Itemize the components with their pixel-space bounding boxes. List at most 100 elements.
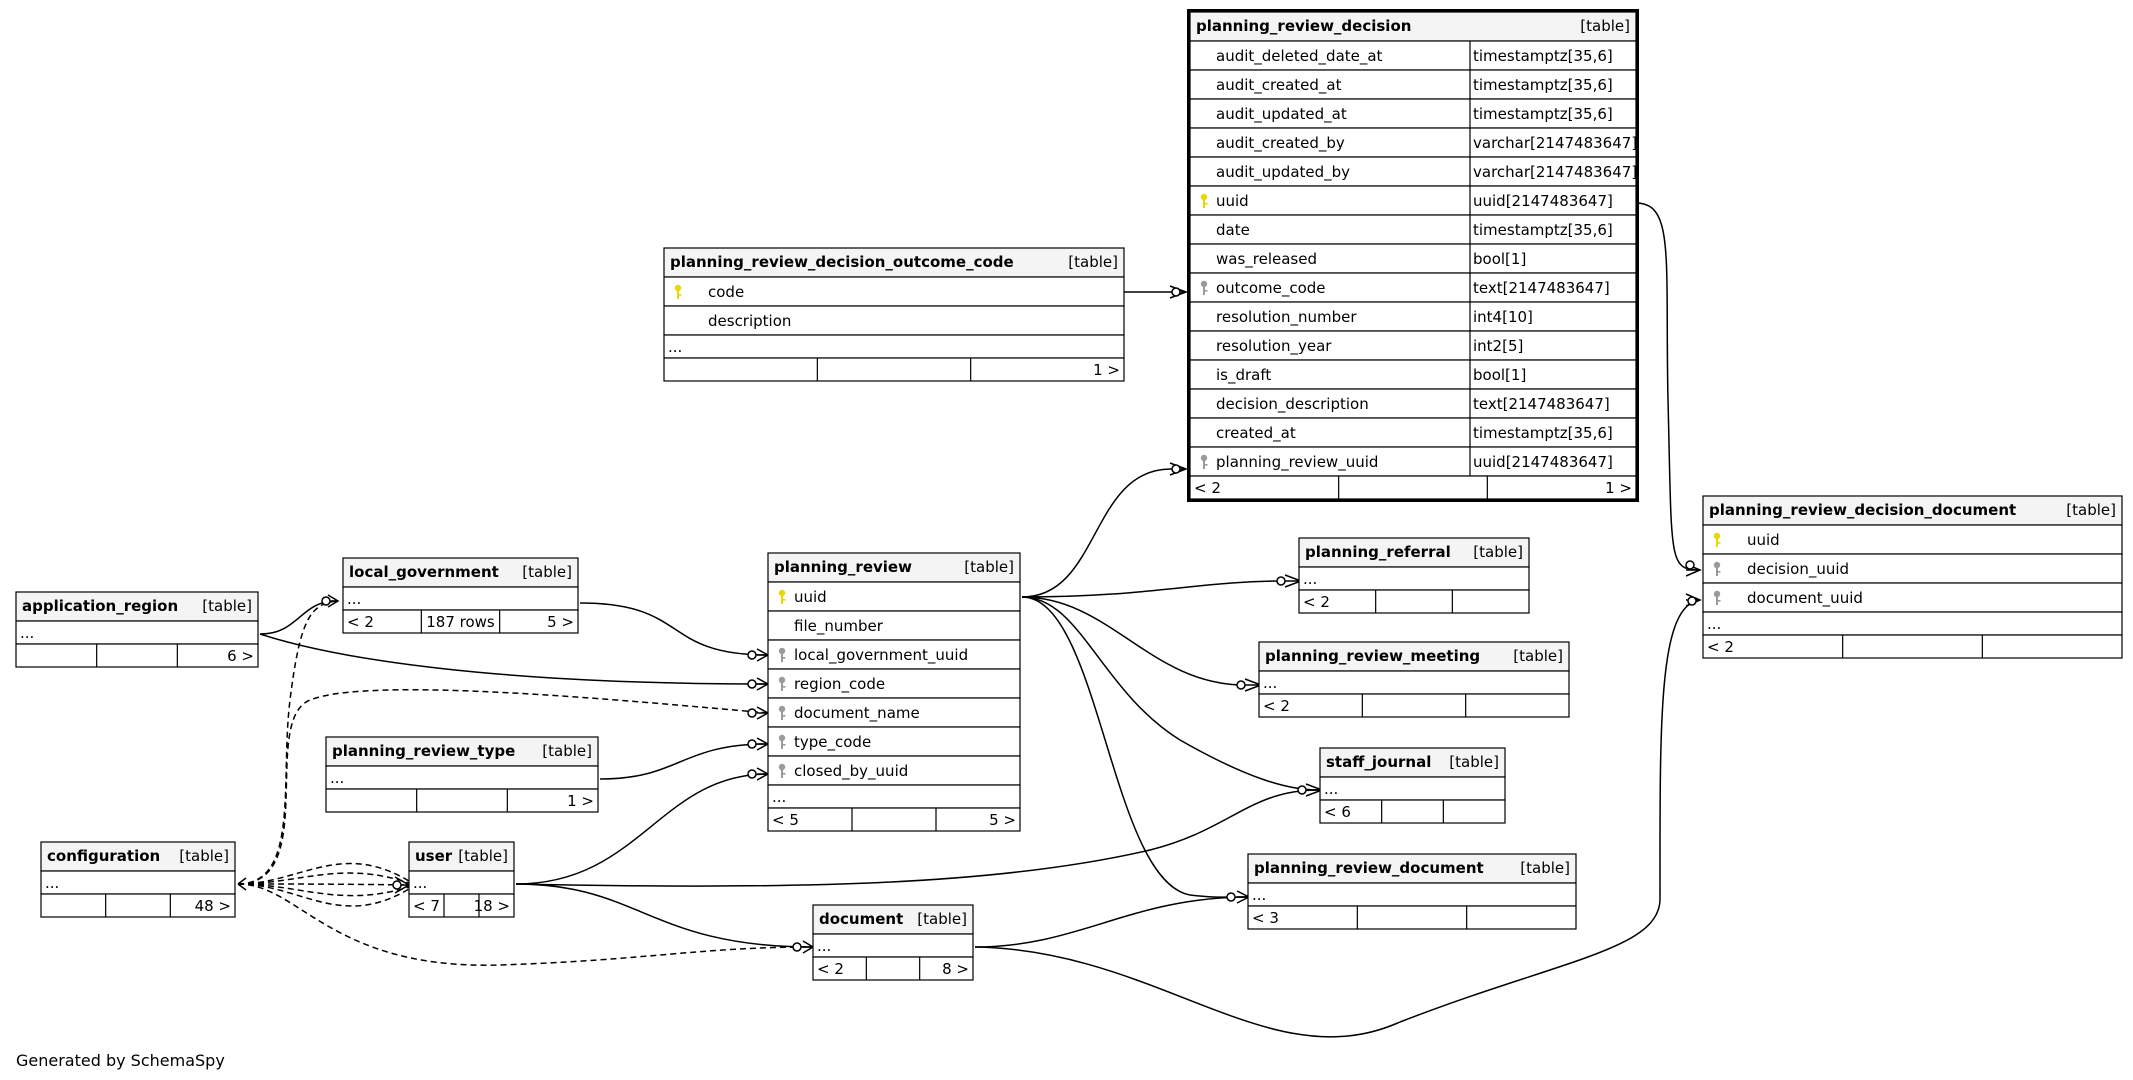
edge-decision-to-decision-document — [1635, 202, 1701, 571]
table-application-region[interactable]: application_region[table]...6 > — [15, 591, 259, 668]
column-name: was_released — [1216, 250, 1317, 269]
crowfoot-icon — [747, 677, 770, 691]
foreign-key-icon — [778, 734, 786, 749]
edge-type-to-review — [599, 743, 769, 780]
table-configuration[interactable]: configuration[table]...48 > — [40, 841, 236, 918]
table-footer — [408, 893, 515, 918]
column-row[interactable] — [767, 639, 1021, 670]
row-count: 187 rows — [426, 613, 495, 631]
table-footer — [663, 357, 1125, 382]
column-row[interactable] — [1702, 524, 2123, 555]
table-name: staff_journal — [1326, 753, 1431, 771]
more-columns-row — [1258, 670, 1570, 695]
parents-link: < 2 — [1263, 697, 1290, 715]
table-name: application_region — [22, 597, 178, 615]
table-footer — [1247, 905, 1577, 930]
table-planning-review-decision-outcome-code[interactable]: planning_review_decision_outcome_code[ta… — [663, 247, 1125, 382]
column-row[interactable] — [767, 668, 1021, 699]
table-planning-review-type[interactable]: planning_review_type[table]...1 > — [325, 736, 599, 813]
table-planning-review-meeting[interactable]: planning_review_meeting[table]...< 2 — [1258, 641, 1570, 718]
table-kind: [table] — [964, 558, 1014, 576]
column-row[interactable] — [767, 697, 1021, 728]
crowfoot-icon — [1685, 593, 1702, 607]
table-name: planning_review_decision_outcome_code — [670, 253, 1014, 271]
table-staff-journal[interactable]: staff_journal[table]...< 6 — [1319, 747, 1506, 824]
column-name: document_name — [794, 704, 920, 723]
tables-layer: planning_review_decision[table]audit_del… — [15, 9, 2123, 981]
table-name: planning_review — [774, 558, 912, 576]
column-name: audit_deleted_date_at — [1216, 47, 1383, 66]
primary-key-icon — [1200, 193, 1208, 208]
table-kind: [table] — [917, 910, 967, 928]
column-row[interactable] — [1189, 272, 1637, 303]
crowfoot-icon — [1226, 890, 1251, 904]
table-planning-review[interactable]: planning_review[table]uuidfile_numberloc… — [767, 552, 1021, 832]
table-planning-review-document[interactable]: planning_review_document[table]...< 3 — [1247, 853, 1577, 930]
more-columns-row — [1298, 566, 1530, 591]
edge-config-to-user-5 — [237, 883, 410, 907]
crowfoot-icon — [747, 706, 770, 720]
edge-config-to-user-3 — [237, 883, 410, 886]
foreign-key-icon — [778, 705, 786, 720]
edge-config-to-user-4 — [237, 883, 410, 897]
table-footer — [812, 956, 974, 981]
column-name: created_at — [1216, 424, 1296, 443]
more-columns-ellipsis: ... — [1707, 615, 1721, 633]
table-name: planning_review_decision_document — [1709, 501, 2016, 519]
table-header — [1298, 537, 1530, 568]
generated-by-footer: Generated by SchemaSpy — [16, 1051, 225, 1070]
table-planning-referral[interactable]: planning_referral[table]...< 2 — [1298, 537, 1530, 614]
column-type: uuid[2147483647] — [1473, 453, 1613, 471]
foreign-key-icon — [778, 763, 786, 778]
column-row[interactable] — [1702, 582, 2123, 613]
table-planning-review-decision-document[interactable]: planning_review_decision_document[table]… — [1702, 495, 2123, 659]
children-link: 5 > — [547, 613, 574, 631]
crowfoot-icon — [747, 737, 770, 751]
crowfoot-icon — [1276, 574, 1304, 588]
table-planning-review-decision[interactable]: planning_review_decision[table]audit_del… — [1187, 9, 1639, 502]
column-name: is_draft — [1216, 366, 1271, 385]
edge-config-to-user-1 — [237, 862, 410, 885]
foreign-key-icon — [1200, 280, 1208, 295]
column-row[interactable] — [767, 755, 1021, 786]
column-type: varchar[2147483647] — [1473, 134, 1637, 152]
column-row[interactable] — [663, 276, 1125, 307]
table-name: local_government — [349, 563, 499, 581]
table-footer — [1258, 693, 1570, 718]
column-row[interactable] — [767, 581, 1021, 612]
focus-table-border — [1187, 9, 1639, 502]
more-columns-row — [663, 334, 1125, 359]
foreign-key-icon — [778, 647, 786, 662]
children-link: 8 > — [942, 960, 969, 978]
edge-config-to-document — [237, 883, 814, 966]
column-name: region_code — [794, 675, 885, 694]
column-name: uuid — [1216, 192, 1249, 210]
table-header — [1258, 641, 1570, 672]
edge-config-to-user-2 — [237, 872, 410, 885]
table-footer — [1702, 634, 2123, 659]
column-name: uuid — [1747, 531, 1780, 549]
edge-review-to-referral — [1021, 580, 1286, 598]
column-name: closed_by_uuid — [794, 762, 908, 781]
edge-user-to-review-closed-by — [515, 773, 769, 885]
more-columns-ellipsis: ... — [347, 590, 361, 608]
parents-link: < 2 — [1303, 593, 1330, 611]
table-header — [1247, 853, 1577, 884]
column-type: int2[5] — [1473, 337, 1523, 355]
more-columns-row — [767, 784, 1021, 809]
table-name: planning_review_type — [332, 742, 515, 760]
column-name: resolution_number — [1216, 308, 1357, 327]
crowfoot-icon — [1685, 560, 1702, 577]
column-row[interactable] — [1189, 388, 1637, 419]
table-footer — [1319, 799, 1506, 824]
column-row[interactable] — [1189, 69, 1637, 100]
column-row[interactable] — [1702, 553, 2123, 584]
column-row[interactable] — [767, 726, 1021, 757]
column-name: code — [708, 283, 744, 301]
table-kind: [table] — [1520, 859, 1570, 877]
column-row[interactable] — [767, 610, 1021, 641]
